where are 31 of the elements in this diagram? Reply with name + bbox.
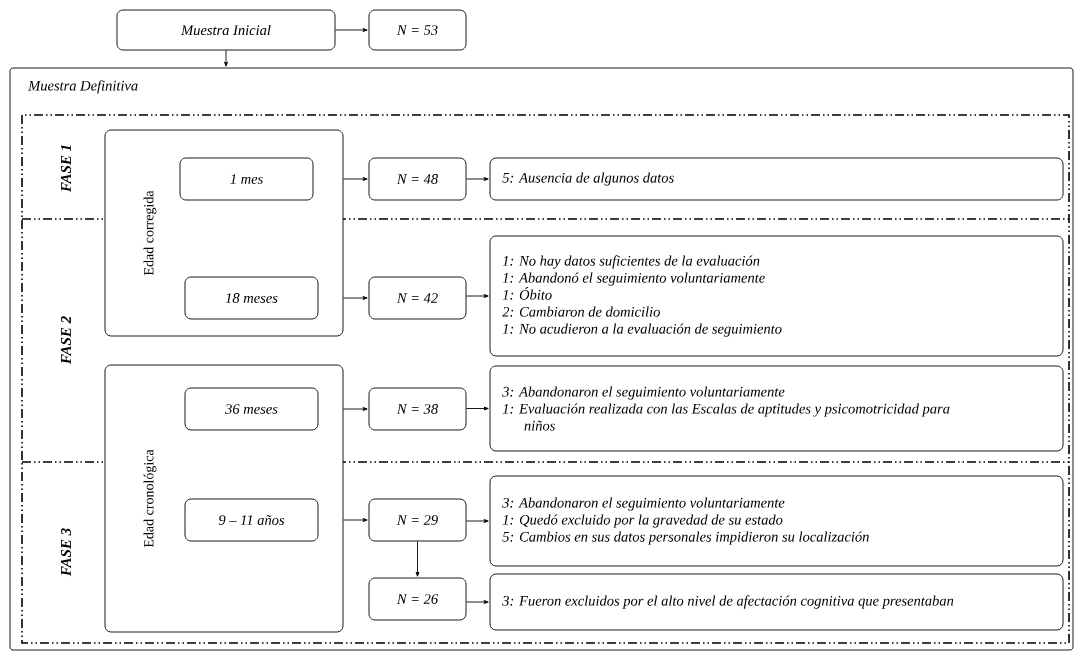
process-box: 1 mes <box>179 157 314 201</box>
arrow <box>466 519 489 523</box>
arrow <box>466 600 489 604</box>
arrow <box>343 177 368 181</box>
arrow <box>335 28 368 32</box>
phase-label: FASE 3 <box>58 525 74 579</box>
arrow <box>343 407 368 411</box>
process-box: 36 meses <box>184 387 319 431</box>
process-box: 18 meses <box>184 276 319 320</box>
process-box: N = 26 <box>368 577 467 621</box>
phase-label: FASE 1 <box>58 141 74 195</box>
reason-box: 3: Abandonaron el seguimiento voluntariamente 1: Evaluación realizada con las Escalas de aptitudes y psicomotricidad para niños <box>489 365 1064 452</box>
process-box: N = 29 <box>368 498 467 542</box>
arrow <box>224 50 228 67</box>
process-box: Muestra Inicial <box>116 9 336 51</box>
process-box: N = 38 <box>368 387 467 431</box>
reason-box: 5: Ausencia de algunos datos <box>489 157 1064 201</box>
arrow <box>343 296 368 300</box>
arrow <box>343 518 368 522</box>
reason-box: 3: Fueron excluidos por el alto nivel de afectación cognitiva que presentaban <box>489 573 1064 631</box>
process-box: N = 53 <box>368 9 467 51</box>
phase-label: FASE 2 <box>58 313 74 367</box>
arrow <box>466 406 489 411</box>
arrow <box>415 541 420 577</box>
process-box: 9 – 11 años <box>184 498 319 542</box>
reason-box: 3: Abandonaron el seguimiento voluntariamente 1: Quedó excluido por la gravedad de su estado 5: Cambios en sus datos personales impidieron su localización <box>489 475 1064 567</box>
reason-box: 1: No hay datos suficientes de la evaluación 1: Abandonó el seguimiento voluntariamente 1: Óbito 2: Cambiaron de domicilio 1: No acudieron a la evaluación de seguimiento <box>489 235 1064 357</box>
arrow <box>466 294 489 298</box>
process-box: N = 48 <box>368 157 467 201</box>
process-box: N = 42 <box>368 276 467 320</box>
arrow <box>466 177 489 181</box>
